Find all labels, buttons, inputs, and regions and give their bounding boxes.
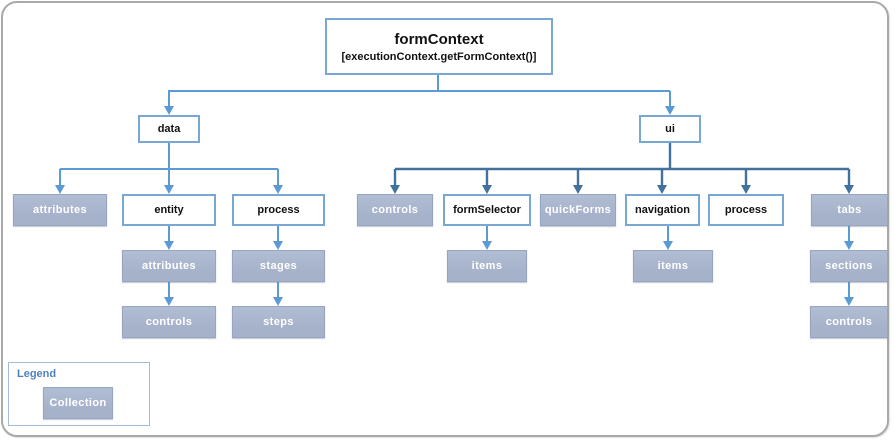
arrowhead-formselector-items [482,241,492,250]
arrowhead-navigation-items [663,241,673,250]
node-data-attributes: attributes [13,194,107,226]
node-navigation-items: items [633,250,713,282]
node-ui-process: process [708,194,784,226]
node-entity: entity [122,194,216,226]
arrowhead-navigation [657,185,667,194]
node-tabs-controls: controls [810,306,888,338]
arrowhead-data-process [273,185,283,194]
arrowhead-data [164,106,174,115]
arrowhead-formselector [482,185,492,194]
arrowhead-ui [665,106,675,115]
node-entity-controls: controls [122,306,216,338]
node-formcontext-subtitle: [executionContext.getFormContext()] [341,50,537,63]
legend-collection-swatch: Collection [43,387,113,419]
arrowhead-entity [164,185,174,194]
node-ui: ui [639,115,701,143]
arrowhead-tabs-controls [844,297,854,306]
node-ui-controls: controls [357,194,433,226]
legend: Legend Collection [8,362,150,426]
arrowhead-entity-attributes [164,241,174,250]
node-process-steps: steps [232,306,325,338]
arrowhead-ui-process [741,185,751,194]
node-form-selector-items: items [447,250,527,282]
node-form-selector: formSelector [443,194,531,226]
node-formcontext-title: formContext [394,30,484,48]
node-quick-forms: quickForms [540,194,616,226]
node-data-process: process [232,194,325,226]
arrowhead-data-attributes [55,185,65,194]
node-navigation: navigation [625,194,700,226]
node-process-stages: stages [232,250,325,282]
arrowhead-quickforms [573,185,583,194]
arrowhead-sections [844,241,854,250]
node-tabs-sections: sections [810,250,888,282]
outer-frame [1,1,889,437]
node-tabs: tabs [811,194,888,226]
node-formcontext: formContext [executionContext.getFormCon… [325,18,553,75]
arrowhead-stages [273,241,283,250]
arrowhead-entity-controls [164,297,174,306]
arrowhead-steps [273,297,283,306]
arrowhead-ui-controls [390,185,400,194]
arrowhead-tabs [844,185,854,194]
node-data: data [138,115,200,143]
legend-title: Legend [17,368,57,380]
node-entity-attributes: attributes [122,250,216,282]
